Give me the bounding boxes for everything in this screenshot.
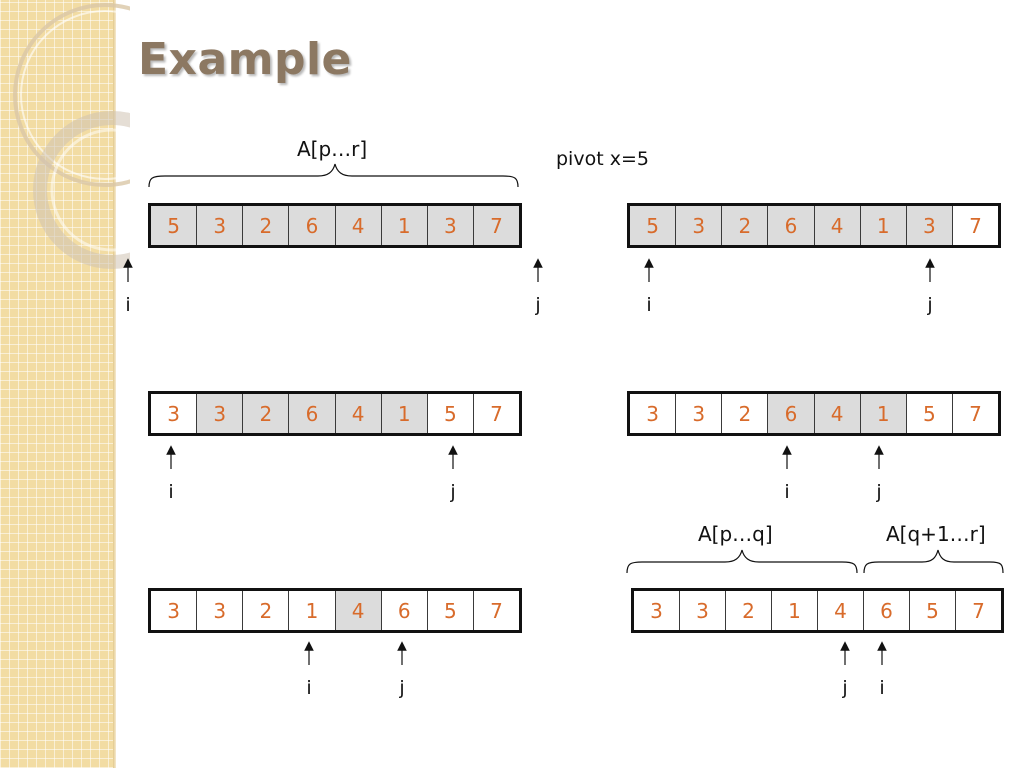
- array-cell: 6: [289, 206, 336, 245]
- pointer-label-i: i: [784, 481, 790, 503]
- array-cell: 2: [243, 206, 290, 245]
- array-cell: 3: [151, 591, 198, 630]
- pointer-arrows: [123, 258, 935, 665]
- pointer-label-j: j: [927, 294, 933, 316]
- pointer-label-j: j: [450, 481, 456, 503]
- brace-left-partition: [626, 549, 858, 574]
- array-cell: 1: [860, 206, 907, 245]
- brace-right-partition: [863, 549, 1004, 574]
- decorative-side-strip: [0, 0, 113, 768]
- array-cell: 2: [726, 591, 772, 630]
- decorative-rings: [13, 3, 130, 269]
- array-cell: 4: [814, 206, 861, 245]
- array-cell: 3: [906, 206, 953, 245]
- array-cell: 4: [335, 591, 382, 630]
- pointer-label-i: i: [879, 677, 885, 699]
- array-cell: 5: [906, 394, 953, 433]
- pointer-label-j: j: [399, 677, 405, 699]
- pointer-label-j: j: [535, 294, 541, 316]
- array-cell: 3: [197, 591, 244, 630]
- array-cell: 2: [722, 394, 769, 433]
- pointer-label-i: i: [306, 677, 312, 699]
- array-cell: 3: [680, 591, 726, 630]
- array-step-6: 3 3 2 1 4 6 5 7: [631, 588, 1004, 633]
- array-cell: 2: [722, 206, 769, 245]
- pointer-label-j: j: [876, 481, 882, 503]
- array-cell: 2: [243, 591, 290, 630]
- brace-full-range: [148, 163, 519, 188]
- array-step-1: 5 3 2 6 4 1 3 7: [148, 203, 522, 248]
- brace-label-left-partition: A[p…q]: [698, 522, 773, 546]
- array-cell: 3: [676, 206, 723, 245]
- array-cell: 3: [634, 591, 680, 630]
- array-cell: 4: [814, 394, 861, 433]
- array-cell: 7: [473, 206, 519, 245]
- pivot-label: pivot x=5: [556, 148, 649, 170]
- array-cell: 3: [630, 394, 677, 433]
- array-cell: 2: [243, 394, 290, 433]
- array-cell: 4: [818, 591, 864, 630]
- array-step-5: 3 3 2 1 4 6 5 7: [148, 588, 522, 633]
- array-cell: 4: [335, 394, 382, 433]
- array-cell: 7: [952, 394, 998, 433]
- array-cell: 1: [772, 591, 818, 630]
- pointer-label-i: i: [646, 294, 652, 316]
- array-cell: 3: [151, 394, 198, 433]
- array-cell: 3: [676, 394, 723, 433]
- array-cell: 7: [473, 394, 519, 433]
- array-cell: 7: [952, 206, 998, 245]
- array-cell: 6: [768, 206, 815, 245]
- pointer-label-i: i: [125, 294, 131, 316]
- slide-title: Example: [138, 34, 352, 85]
- pointer-label-j: j: [842, 677, 848, 699]
- array-cell: 5: [427, 394, 474, 433]
- brace-label-full-range: A[p…r]: [297, 137, 368, 161]
- array-step-4: 3 3 2 6 4 1 5 7: [627, 391, 1001, 436]
- array-cell: 6: [289, 394, 336, 433]
- array-cell: 4: [335, 206, 382, 245]
- array-cell: 5: [910, 591, 956, 630]
- array-cell: 5: [630, 206, 677, 245]
- array-cell: 7: [473, 591, 519, 630]
- array-cell: 6: [381, 591, 428, 630]
- array-step-3: 3 3 2 6 4 1 5 7: [148, 391, 522, 436]
- array-cell: 1: [860, 394, 907, 433]
- brace-label-right-partition: A[q+1…r]: [886, 522, 986, 546]
- array-cell: 5: [427, 591, 474, 630]
- array-cell: 5: [151, 206, 198, 245]
- array-cell: 1: [381, 206, 428, 245]
- array-cell: 6: [768, 394, 815, 433]
- array-cell: 3: [197, 206, 244, 245]
- array-step-2: 5 3 2 6 4 1 3 7: [627, 203, 1001, 248]
- side-strip-edge: [113, 0, 116, 768]
- array-cell: 6: [864, 591, 910, 630]
- array-cell: 3: [427, 206, 474, 245]
- array-cell: 7: [956, 591, 1001, 630]
- array-cell: 1: [289, 591, 336, 630]
- array-cell: 1: [381, 394, 428, 433]
- pointer-label-i: i: [168, 481, 174, 503]
- array-cell: 3: [197, 394, 244, 433]
